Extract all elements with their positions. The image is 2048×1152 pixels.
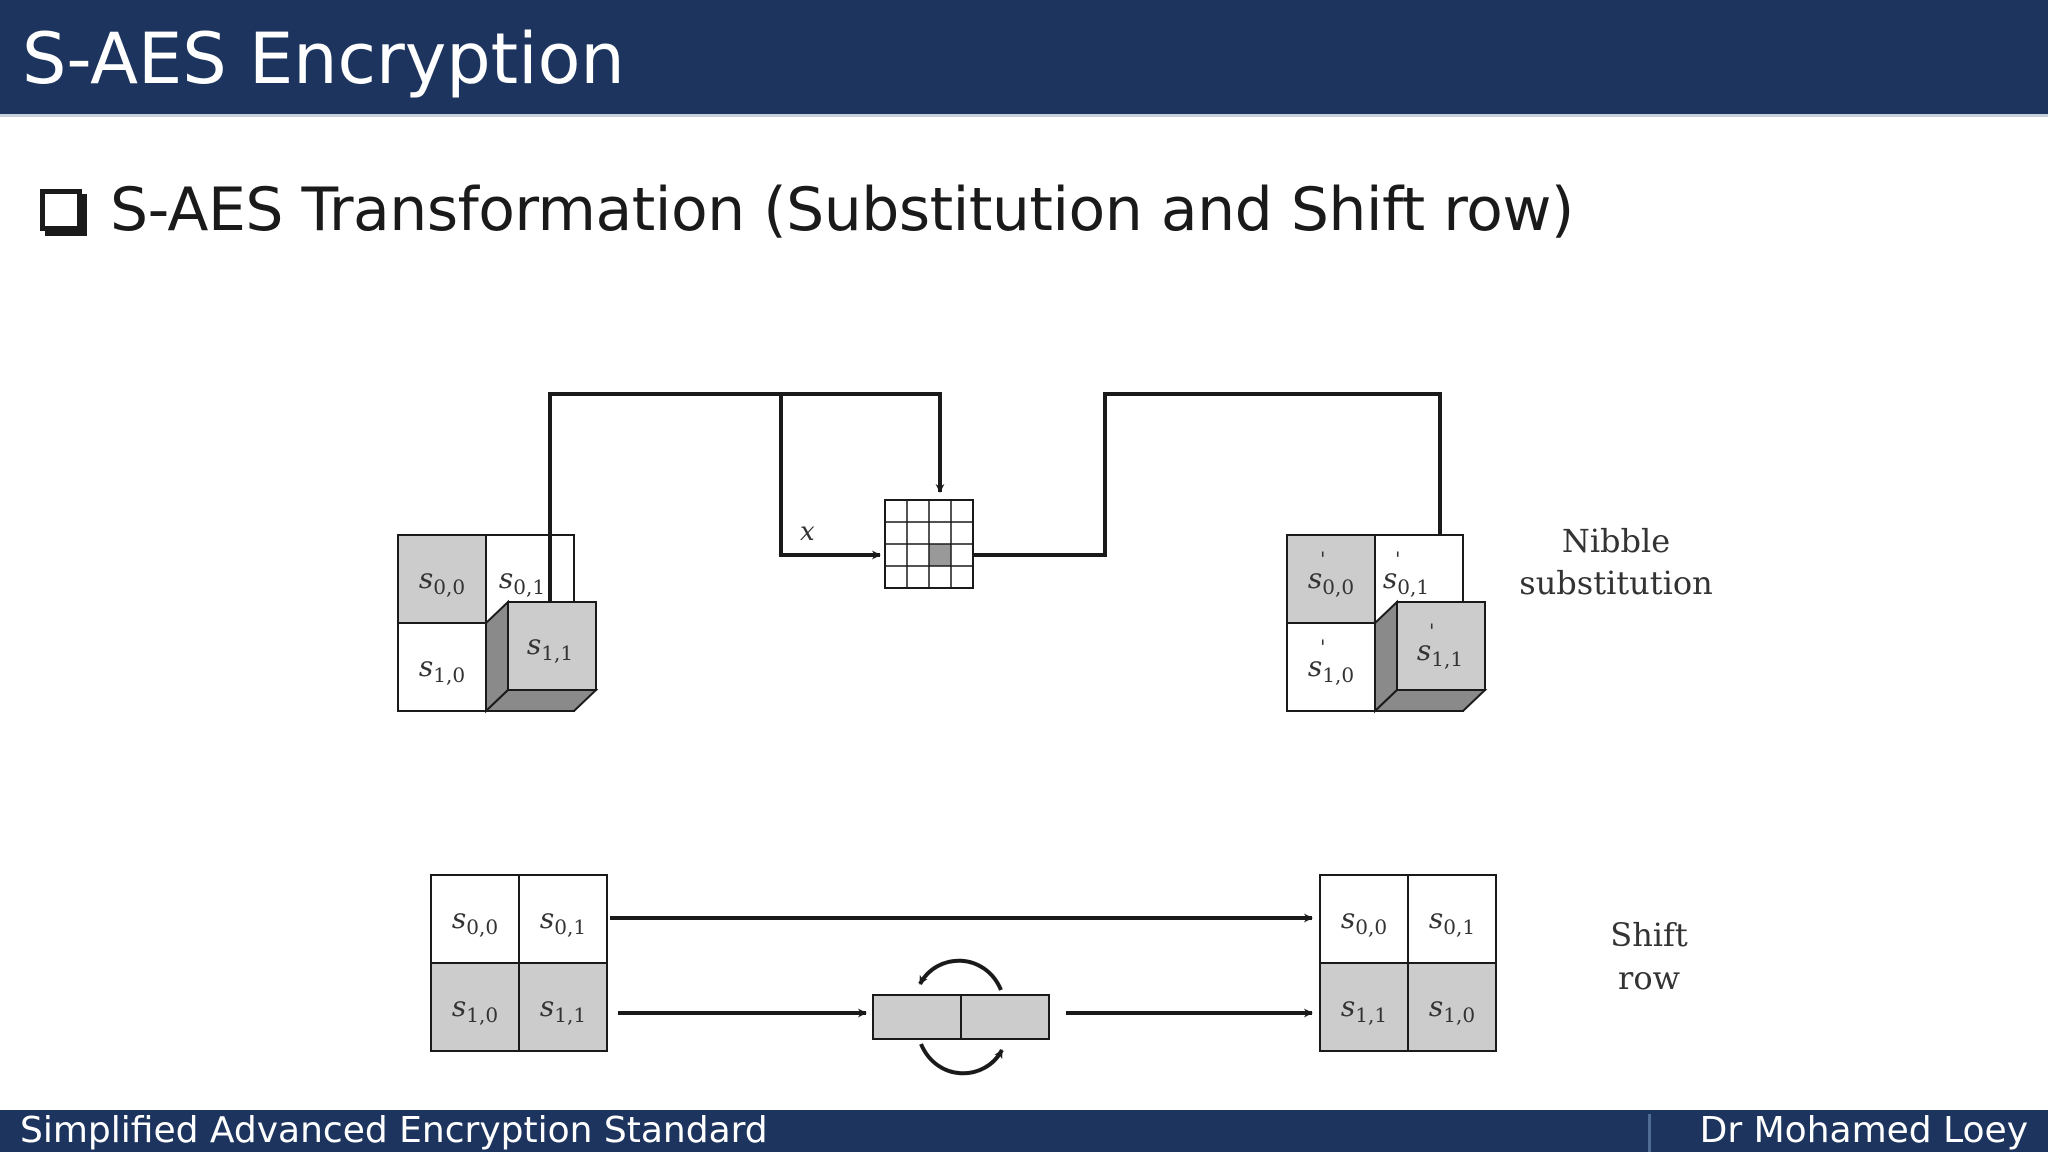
nibble-x-label: x	[800, 517, 815, 547]
footer-divider	[1648, 1114, 1651, 1152]
nibble-input-state: s0,0 s0,1 s1,0 s1,1	[397, 534, 599, 714]
shift-in-label-10: s1,0	[452, 990, 498, 1027]
swap-box	[872, 994, 1050, 1040]
shift-out-label-11: s1,0	[1429, 990, 1475, 1027]
heading-text: S-AES Transformation (Substitution and S…	[110, 175, 1574, 245]
nibble-out-label-11: s1,1	[1417, 634, 1463, 671]
nibble-in-cube-face	[507, 601, 597, 691]
nibble-output-line	[973, 392, 1445, 599]
nibble-label-line1: Nibble	[1562, 522, 1670, 560]
shift-out-label-01: s0,1	[1429, 902, 1475, 939]
shift-label-line1: Shift	[1610, 916, 1688, 954]
nibble-out-cube-face	[1396, 601, 1486, 691]
shift-label-line2: row	[1618, 959, 1680, 997]
shift-in-cell-01	[518, 874, 608, 964]
nibble-out-label-01: s0,1	[1383, 562, 1429, 599]
nibble-in-label-11: s1,1	[527, 628, 573, 665]
nibble-out-prime-01: '	[1395, 547, 1401, 571]
sbox-selected-cell	[929, 544, 951, 566]
slide-title: S-AES Encryption	[22, 18, 625, 100]
shift-out-cell-11	[1407, 962, 1497, 1052]
nibble-out-prime-10: '	[1320, 635, 1326, 659]
nibble-out-prime-00: '	[1320, 547, 1326, 571]
nibble-label-line2: substitution	[1519, 564, 1712, 602]
footer-author: Dr Mohamed Loey	[1699, 1110, 2028, 1151]
nibble-out-label-00: s0,0	[1308, 562, 1354, 599]
nibble-x-line	[779, 394, 881, 560]
saes-diagram: s0,0 s0,1 s1,0 s1,1 x s0,0 ' s0,1 ' s1,0…	[397, 392, 1713, 1076]
nibble-input-line	[548, 392, 945, 602]
nibble-in-label-00: s0,0	[419, 562, 465, 599]
shift-in-label-00: s0,0	[452, 902, 498, 939]
shift-out-label-00: s0,0	[1341, 902, 1387, 939]
nibble-in-cell-00	[397, 534, 487, 624]
footer-course-title: Simplified Advanced Encryption Standard	[20, 1110, 768, 1151]
title-bar: S-AES Encryption	[0, 0, 2048, 117]
shift-in-label-01: s0,1	[540, 902, 586, 939]
shift-out-label-10: s1,1	[1341, 990, 1387, 1027]
swap-arrow-bottom-icon	[919, 1043, 1004, 1076]
nibble-output-state: s0,0 ' s0,1 ' s1,0 ' s1,1 '	[1286, 534, 1488, 714]
shift-in-label-11: s1,1	[540, 990, 586, 1027]
checkbox-bullet-icon	[40, 189, 82, 231]
footer-bar: Simplified Advanced Encryption Standard …	[0, 1110, 2048, 1152]
nibble-out-cell-10	[1286, 622, 1376, 712]
shift-input-state: s0,0 s0,1 s1,0 s1,1	[430, 874, 608, 1052]
shift-out-cell-10	[1319, 962, 1409, 1052]
shift-in-cell-00	[430, 874, 520, 964]
sbox-grid-icon	[884, 499, 974, 589]
shift-out-cell-01	[1407, 874, 1497, 964]
nibble-in-label-01: s0,1	[499, 562, 545, 599]
nibble-out-prime-11: '	[1429, 619, 1435, 643]
nibble-in-label-10: s1,0	[419, 650, 465, 687]
swap-arrow-top-icon	[918, 958, 1003, 991]
shift-out-cell-00	[1319, 874, 1409, 964]
slide-heading: S-AES Transformation (Substitution and S…	[40, 170, 1574, 250]
shift-in-cell-11	[518, 962, 608, 1052]
nibble-out-label-10: s1,0	[1308, 650, 1354, 687]
shift-output-state: s0,0 s0,1 s1,1 s1,0	[1319, 874, 1497, 1052]
shift-in-cell-10	[430, 962, 520, 1052]
